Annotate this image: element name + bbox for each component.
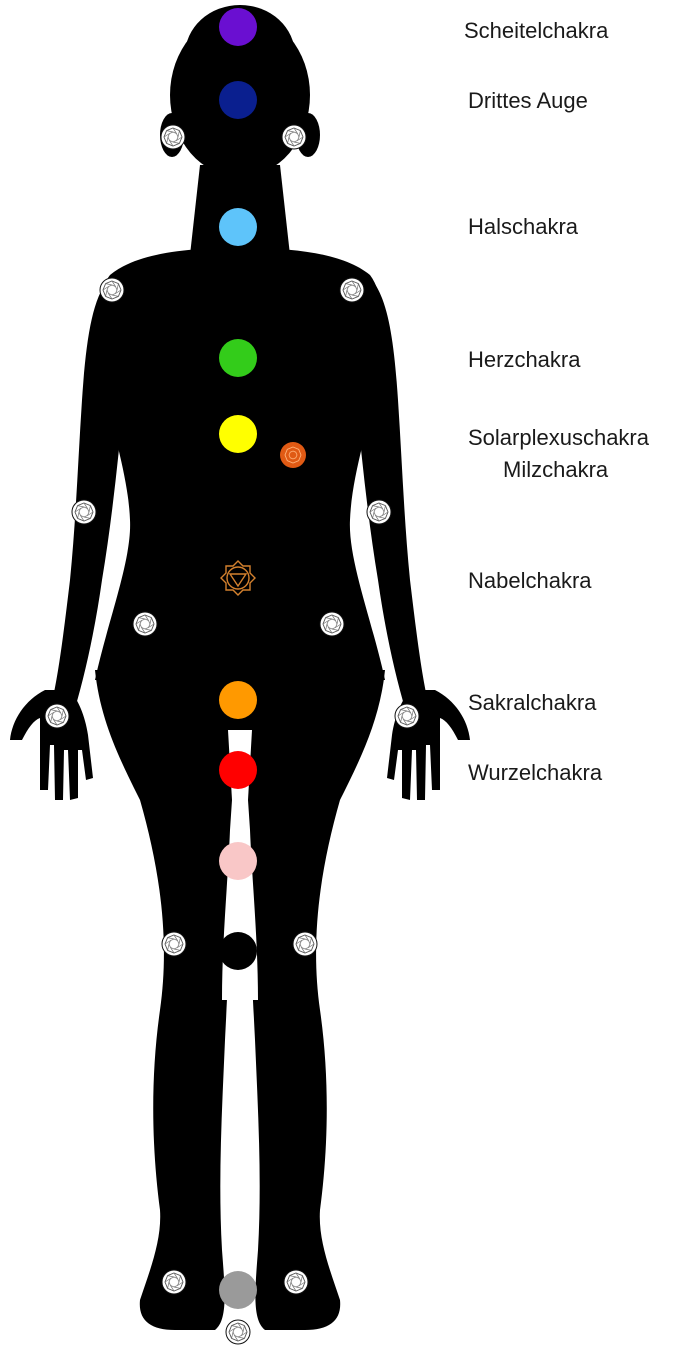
spleen-chakra-point [280, 442, 306, 468]
throat-chakra-point [219, 208, 257, 246]
label-spleen: Milzchakra [503, 457, 608, 483]
gem-icon [162, 1270, 186, 1294]
gem-icon [340, 278, 364, 302]
gem-icon [320, 612, 344, 636]
gem-icon [133, 612, 157, 636]
solar-plexus-chakra-point [219, 415, 257, 453]
gem-icon [226, 1320, 250, 1344]
gem-icon [72, 500, 96, 524]
label-heart: Herzchakra [468, 347, 580, 373]
sacral-chakra-point [219, 681, 257, 719]
label-throat: Halschakra [468, 214, 578, 240]
label-root: Wurzelchakra [468, 760, 602, 786]
gem-icon [45, 704, 69, 728]
gem-icon [284, 1270, 308, 1294]
heart-chakra-point [219, 339, 257, 377]
gem-icon [100, 278, 124, 302]
gem-icon [367, 500, 391, 524]
gem-icon [162, 932, 186, 956]
silhouette-shape [10, 5, 470, 1330]
gem-icon [282, 125, 306, 149]
knee-center-point [219, 932, 257, 970]
third-eye-chakra-point [219, 81, 257, 119]
root-chakra-point [219, 751, 257, 789]
label-navel: Nabelchakra [468, 568, 592, 594]
label-third-eye: Drittes Auge [468, 88, 588, 114]
gem-icon [395, 704, 419, 728]
label-crown: Scheitelchakra [464, 18, 608, 44]
label-sacral: Sakralchakra [468, 690, 596, 716]
gem-icon [161, 125, 185, 149]
thigh-chakra-point [219, 842, 257, 880]
crown-chakra-point [219, 8, 257, 46]
earth-star-chakra-point [219, 1271, 257, 1309]
label-solar-plexus: Solarplexuschakra [468, 425, 649, 451]
gem-icon [293, 932, 317, 956]
